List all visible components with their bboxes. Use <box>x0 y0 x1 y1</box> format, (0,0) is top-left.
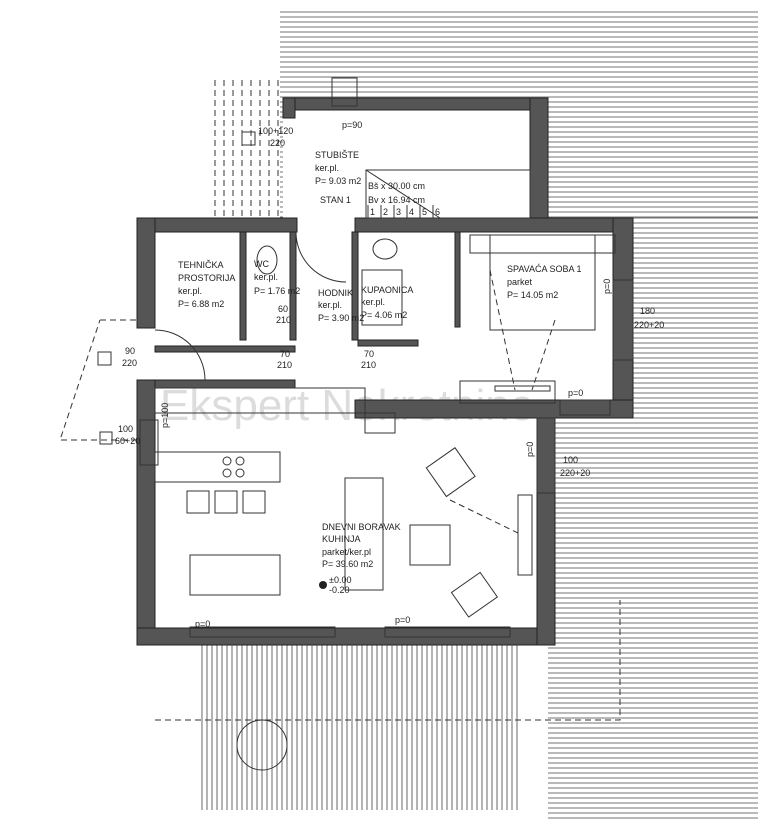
level-marker-icon <box>319 581 327 589</box>
dining-table <box>189 554 281 596</box>
kitchen-island <box>154 451 281 483</box>
room-area: P= 9.03 m2 <box>315 176 361 186</box>
level-label: -0.20 <box>329 585 350 595</box>
sill-height: p=0 <box>602 279 612 294</box>
room-name: TEHNIČKA <box>178 260 224 270</box>
room-area: P= 1.76 m2 <box>254 286 300 296</box>
room-name: WC <box>254 259 269 269</box>
stair-tread: Bš x 30.00 cm <box>368 181 425 191</box>
opening-width: 100 <box>563 455 578 465</box>
opening-width: 60 <box>278 304 288 314</box>
walls <box>136 97 634 646</box>
opening-height: 210 <box>276 315 291 325</box>
unit-label: STAN 1 <box>320 195 351 205</box>
room-area: P= 6.88 m2 <box>178 299 224 309</box>
window <box>612 279 634 361</box>
opening-height: 60+20 <box>115 436 140 446</box>
window <box>384 626 511 638</box>
room-area: P= 3.90 m2 <box>318 313 364 323</box>
opening-width: 180 <box>640 306 655 316</box>
window <box>189 626 336 638</box>
armchair <box>450 571 499 618</box>
opening-height: 210 <box>361 360 376 370</box>
room-labels: STUBIŠTE ker.pl. P= 9.03 m2 STAN 1 Bš x … <box>178 150 582 595</box>
room-name: DNEVNI BORAVAK <box>322 522 401 532</box>
sill-height: p=0 <box>395 615 410 625</box>
furniture <box>59 77 634 771</box>
room-area: P= 39.60 m2 <box>322 559 373 569</box>
sill-height: p=0 <box>525 442 535 457</box>
opening-width: 100 <box>118 424 133 434</box>
opening-height: 220+20 <box>560 468 590 478</box>
room-name: KUPAONICA <box>361 285 413 295</box>
room-name: KUHINJA <box>322 534 361 544</box>
pergola-dashes <box>214 80 279 218</box>
stair-step-number: 1 <box>370 207 375 217</box>
entry-window <box>331 77 358 107</box>
window <box>559 399 611 416</box>
level-label: ±0.00 <box>329 575 351 585</box>
room-floor: ker.pl. <box>315 163 339 173</box>
window <box>536 417 556 494</box>
opening-width: 70 <box>280 349 290 359</box>
stair-riser: Bv x 16.94 cm <box>368 195 425 205</box>
toilet <box>372 238 398 260</box>
sofa <box>344 477 384 591</box>
room-floor: ker.pl. <box>254 272 278 282</box>
sill-height: p=90 <box>342 120 362 130</box>
roof-hatch-right <box>548 217 758 819</box>
stair-step-number: 2 <box>383 207 388 217</box>
stair-step-number: 5 <box>422 207 427 217</box>
shower <box>361 269 403 326</box>
kitchen-counter <box>154 387 366 414</box>
sill-height: p=100 <box>160 403 170 428</box>
room-floor: ker.pl. <box>318 300 342 310</box>
room-floor: parket/ker.pl <box>322 547 371 557</box>
room-floor: ker.pl. <box>178 286 202 296</box>
opening-width: 90 <box>125 346 135 356</box>
room-name: STUBIŠTE <box>315 150 359 160</box>
sill-height: p=0 <box>195 619 210 629</box>
staircase <box>365 169 531 219</box>
sill-height: p=0 <box>568 388 583 398</box>
armchair <box>409 524 451 566</box>
stair-step-number: 3 <box>396 207 401 217</box>
toilet <box>256 245 278 275</box>
room-name: PROSTORIJA <box>178 273 235 283</box>
tv-unit <box>517 494 533 576</box>
stair-step-number: 6 <box>435 207 440 217</box>
window <box>139 419 159 466</box>
opening-width: 70 <box>364 349 374 359</box>
terrace-decking <box>201 645 518 810</box>
room-floor: parket <box>507 277 533 287</box>
opening-labels: 100+120 220 p=90 60 210 70 210 70 210 90… <box>97 120 664 629</box>
terrace-table <box>236 719 288 771</box>
room-floor: ker.pl. <box>361 297 385 307</box>
opening-height: 220+20 <box>634 320 664 330</box>
opening-height: 210 <box>277 360 292 370</box>
opening-height: 220 <box>122 358 137 368</box>
room-area: P= 14.05 m2 <box>507 290 558 300</box>
opening-width: 100+120 <box>258 126 293 136</box>
room-name: HODNIK <box>318 288 353 298</box>
stair-step-number: 4 <box>409 207 414 217</box>
armchair <box>425 447 476 498</box>
room-name: SPAVAĆA SOBA 1 <box>507 264 582 274</box>
opening-height: 220 <box>270 138 285 148</box>
room-area: P= 4.06 m2 <box>361 310 407 320</box>
